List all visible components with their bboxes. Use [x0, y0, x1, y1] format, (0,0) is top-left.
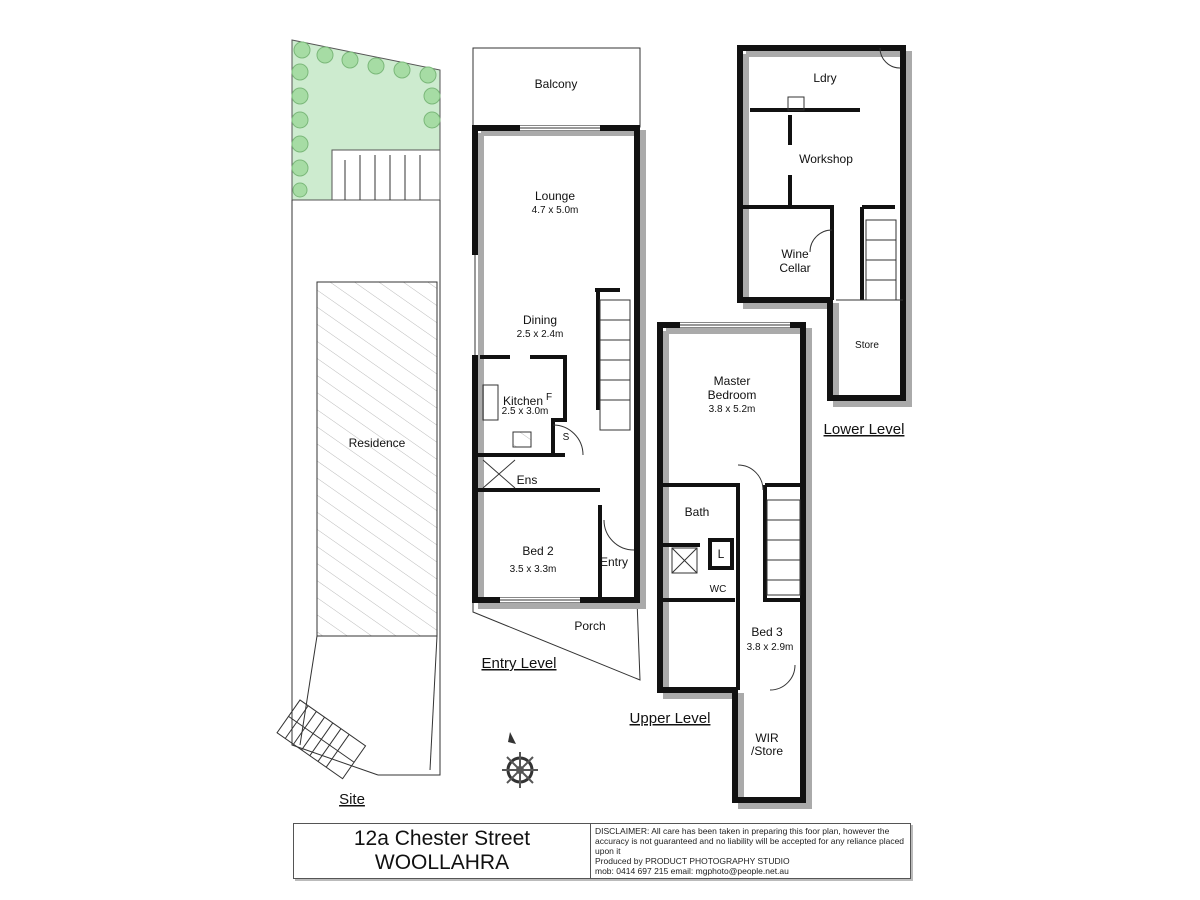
upper-stairs [766, 499, 801, 596]
fridge-label: F [546, 392, 552, 403]
lounge-label: Lounge [535, 189, 575, 203]
site-label: Site [339, 791, 365, 808]
wine-cellar-label-2: Cellar [779, 261, 810, 275]
kitchen-sink [482, 384, 499, 421]
workshop-label: Workshop [799, 152, 853, 166]
address-street: 12a Chester Street [353, 827, 531, 850]
dining-label: Dining [523, 313, 557, 327]
site-stairs [276, 699, 367, 780]
bed3-dim: 3.8 x 2.9m [747, 642, 794, 653]
lower-store-label: Store [855, 340, 879, 351]
residence [316, 281, 438, 637]
balcony-label: Balcony [535, 77, 578, 91]
wine-cellar-label: Wine [781, 247, 809, 261]
dining-dim: 2.5 x 2.4m [517, 329, 564, 340]
lower-level-label: Lower Level [824, 421, 905, 438]
lower-level-plan: Ldry Workshop Wine Cellar Store Lower Le… [737, 45, 912, 438]
entry-stairs [599, 299, 631, 431]
kitchen-dim: 2.5 x 3.0m [502, 406, 549, 417]
disclaimer-text: DISCLAIMER: All care has been taken in p… [595, 826, 905, 856]
wir-label: WIR [755, 731, 779, 745]
master-bedroom-dim: 3.8 x 5.2m [709, 404, 756, 415]
contact-text: mob: 0414 697 215 email: mgphoto@people.… [595, 866, 789, 876]
compass-icon [502, 732, 538, 788]
ensuite-label: Ens [517, 473, 538, 487]
trees [291, 41, 441, 198]
bath-label: Bath [685, 505, 710, 519]
master-bedroom-label-2: Bedroom [708, 388, 757, 402]
kitchen-label: Kitchen [503, 394, 543, 408]
residence-label: Residence [349, 436, 406, 450]
laundry-label: Ldry [813, 71, 836, 85]
title-block: 12a Chester Street WOOLLAHRA DISCLAIMER:… [293, 823, 911, 879]
wc-label: WC [710, 584, 727, 595]
master-bedroom-label: Master [714, 374, 751, 388]
upper-level-label: Upper Level [630, 710, 711, 727]
linen-label: L [718, 547, 725, 561]
address: 12a Chester Street WOOLLAHRA [294, 824, 591, 878]
producer-text: Produced by PRODUCT PHOTOGRAPHY STUDIO [595, 856, 790, 866]
store-label: S [563, 432, 570, 443]
entry-level-label: Entry Level [481, 655, 556, 672]
bed3-label: Bed 3 [751, 625, 783, 639]
porch-label: Porch [574, 619, 605, 633]
site-boundary [291, 200, 379, 776]
lounge-dim: 4.7 x 5.0m [532, 205, 579, 216]
upper-level-plan: Master Bedroom 3.8 x 5.2m Bath L WC Bed … [630, 322, 812, 809]
bed2-dim: 3.5 x 3.3m [510, 564, 557, 575]
bed2-label: Bed 2 [522, 544, 554, 558]
entry-label: Entry [600, 555, 628, 569]
address-suburb: WOOLLAHRA [374, 851, 510, 874]
wir-label-2: /Store [751, 744, 783, 758]
garden-stairs [331, 149, 441, 201]
disclaimer-block: DISCLAIMER: All care has been taken in p… [591, 824, 910, 878]
site-plan: Residence Site [276, 39, 441, 808]
entry-level-plan: Balcony Lounge 4.7 x 5.0m Dining 2.5 x 2… [472, 47, 646, 681]
